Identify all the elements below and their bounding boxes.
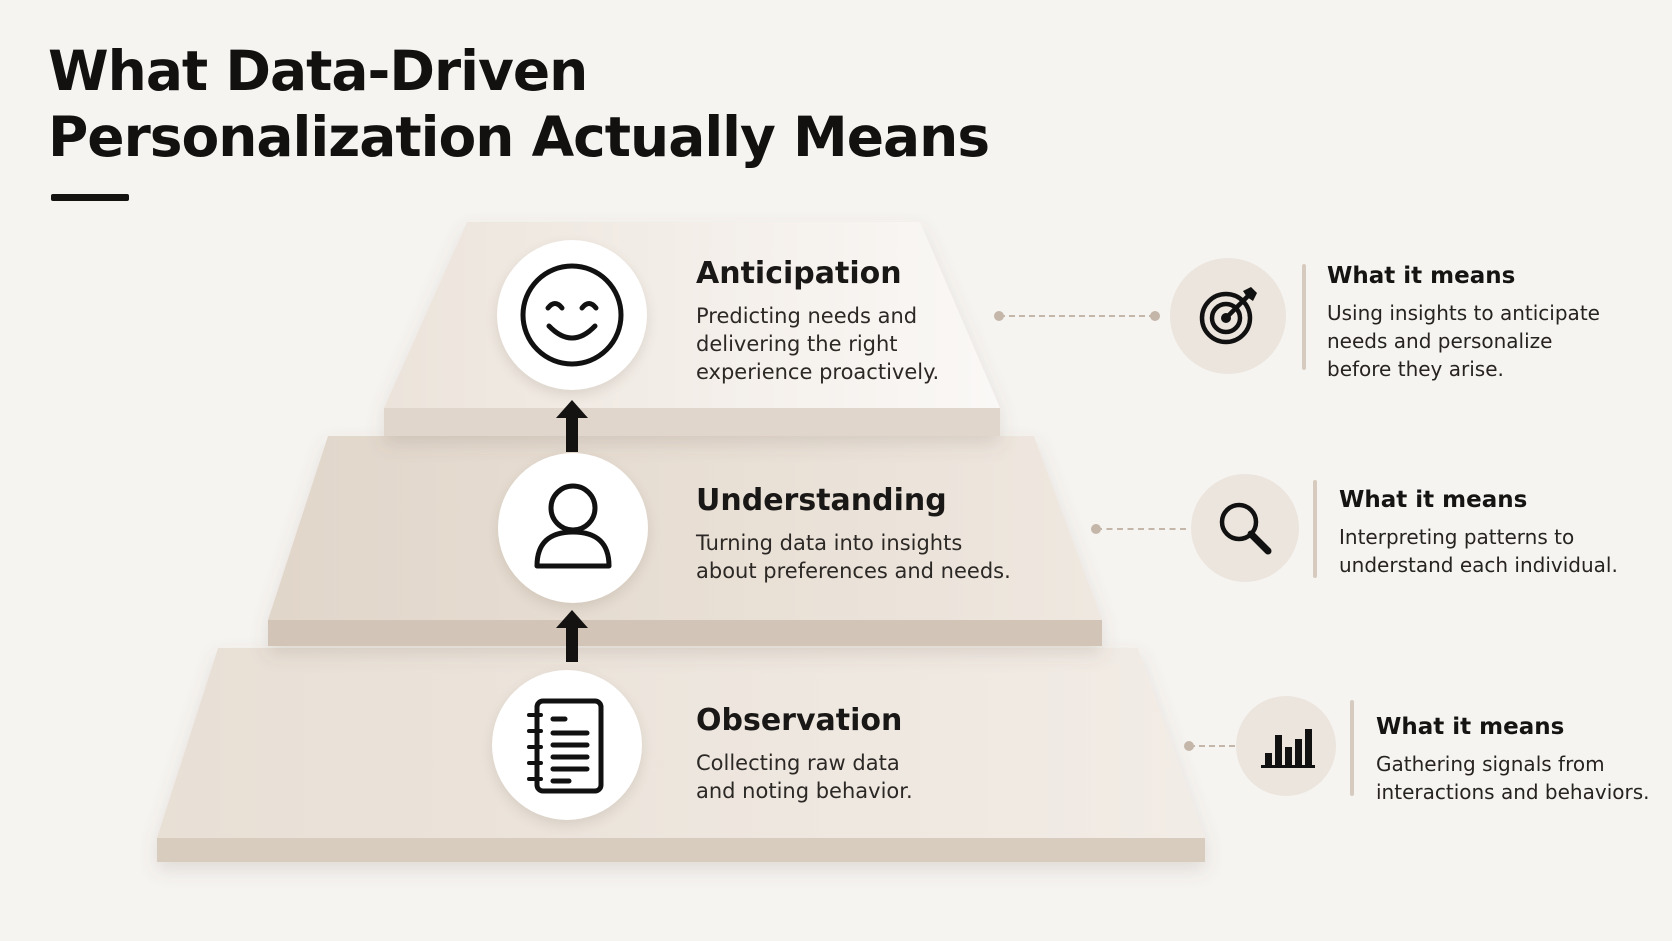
page-title: What Data-Driven Personalization Actuall…: [48, 38, 990, 170]
meaning-observation: What it means Gathering signals from int…: [1376, 713, 1672, 806]
tier-description: Predicting needs and delivering the righ…: [696, 304, 940, 384]
tier-description: Collecting raw data and noting behavior.: [696, 751, 913, 803]
meaning-icon-circle: [1170, 258, 1286, 374]
person-icon: [534, 483, 612, 569]
meaning-text: Gathering signals from interactions and …: [1376, 752, 1650, 804]
anticipation-icon-circle: [497, 240, 647, 390]
meaning-text: Interpreting patterns to understand each…: [1339, 525, 1618, 577]
tier-anticipation: Anticipation Predicting needs and delive…: [696, 256, 1036, 386]
title-line-2: Personalization Actually Means: [48, 105, 990, 169]
meaning-understanding: What it means Interpreting patterns to u…: [1339, 486, 1659, 579]
up-arrow-icon: [556, 610, 588, 662]
tier-slab-understanding: [268, 436, 1102, 646]
bar-chart-icon: [1261, 729, 1315, 768]
meaning-icon-circle: [1236, 696, 1336, 796]
title-line-1: What Data-Driven: [48, 39, 588, 103]
tier-observation: Observation Collecting raw data and noti…: [696, 703, 1036, 805]
meaning-divider: [1350, 700, 1354, 796]
up-arrow-icon: [556, 400, 588, 452]
connector-line: [1091, 524, 1191, 534]
observation-icon-circle: [492, 670, 642, 820]
tier-description: Turning data into insights about prefere…: [696, 531, 1011, 583]
meaning-divider: [1313, 480, 1317, 578]
title-underline: [51, 194, 129, 201]
meaning-label: What it means: [1376, 714, 1565, 740]
connector-line: [994, 311, 1160, 321]
smiley-face-icon: [520, 263, 624, 367]
meaning-icon-circle: [1191, 474, 1299, 582]
meaning-divider: [1302, 264, 1306, 370]
target-icon: [1199, 287, 1257, 345]
meaning-label: What it means: [1327, 263, 1516, 289]
tier-heading: Anticipation: [696, 256, 902, 291]
tier-slab-observation: [157, 648, 1205, 862]
meaning-text: Using insights to anticipate needs and p…: [1327, 301, 1600, 381]
notebook-icon: [527, 698, 604, 794]
tier-heading: Observation: [696, 703, 903, 738]
connector-line: [1184, 741, 1240, 751]
tier-understanding: Understanding Turning data into insights…: [696, 483, 1036, 585]
magnifier-icon: [1219, 502, 1272, 555]
meaning-label: What it means: [1339, 487, 1528, 513]
tier-heading: Understanding: [696, 483, 947, 518]
meaning-anticipation: What it means Using insights to anticipa…: [1327, 262, 1647, 383]
understanding-icon-circle: [498, 453, 648, 603]
